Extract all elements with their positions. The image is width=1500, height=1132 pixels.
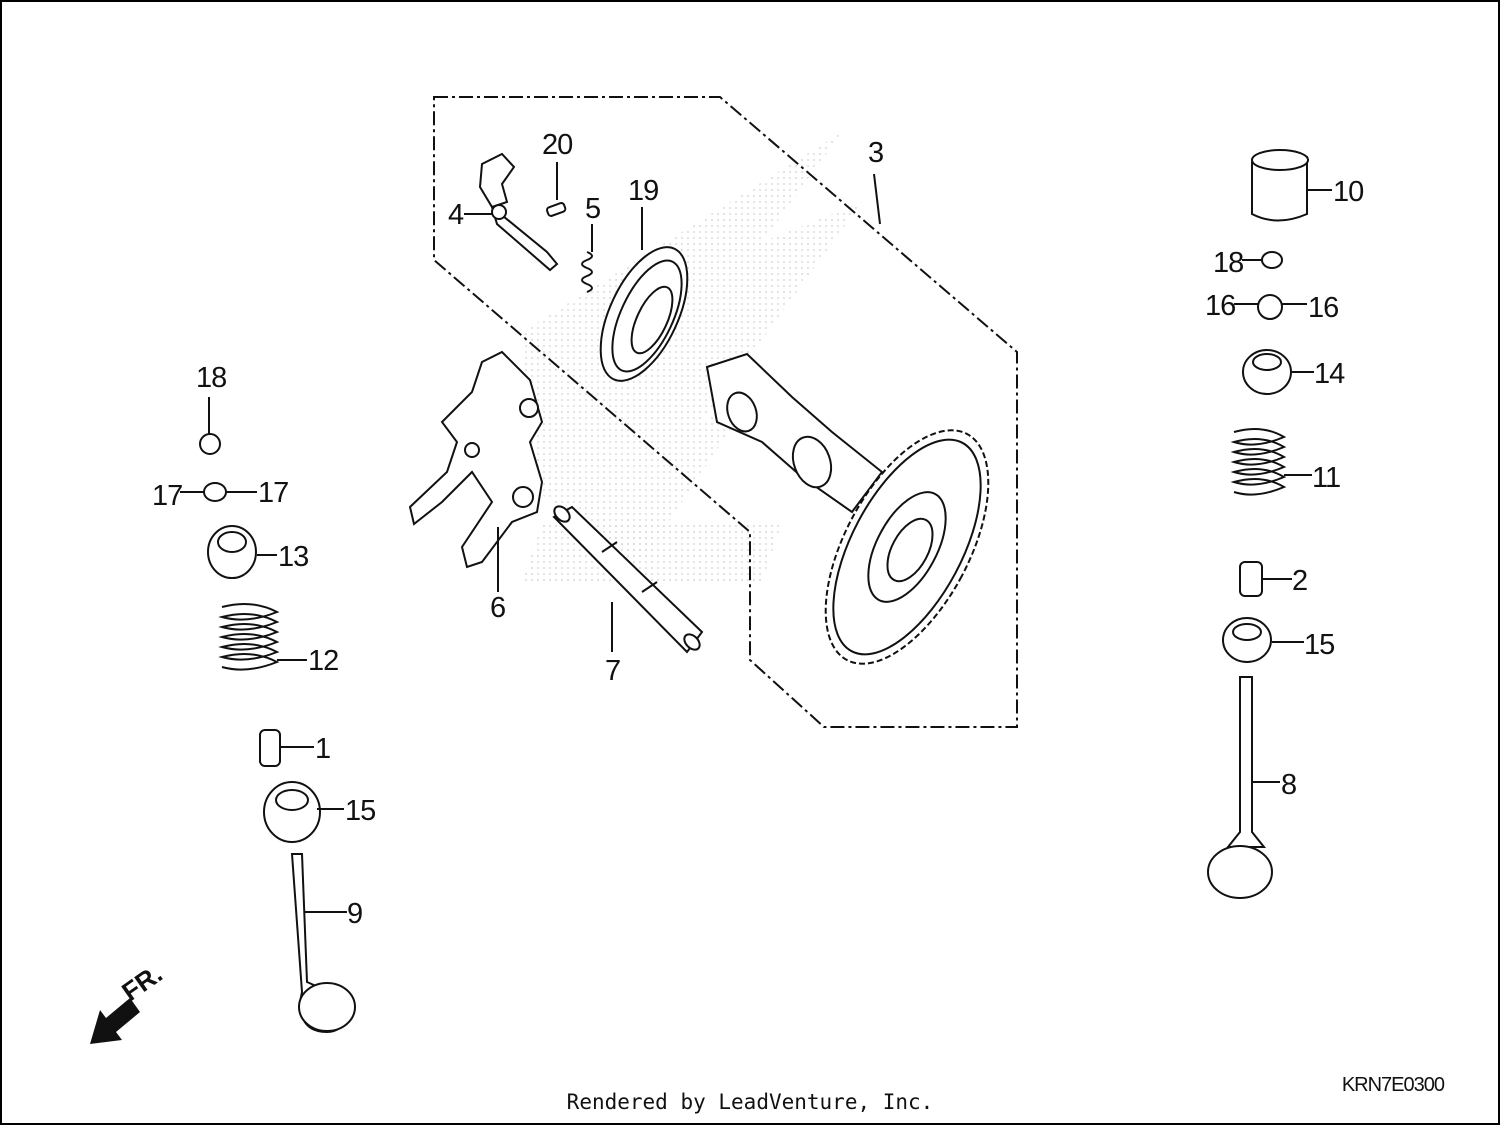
callout-labels: 3 20 19 5 4 18 17 17 13 12 1 15 9 6 7 10…	[152, 129, 1364, 930]
callout-18a: 18	[196, 362, 226, 394]
leader-lines	[180, 162, 1332, 913]
right-valve-parts	[1207, 149, 1309, 899]
callout-2: 2	[1292, 565, 1307, 597]
render-credit: Rendered by LeadVenture, Inc.	[566, 1090, 934, 1114]
bearing	[599, 246, 689, 382]
callout-16b: 16	[1308, 292, 1338, 324]
shift-arm	[478, 152, 559, 272]
rocker-fork	[408, 350, 544, 569]
assembly-outline	[433, 96, 1018, 728]
callout-1: 1	[315, 733, 330, 765]
camshaft-gear	[705, 352, 990, 665]
callout-16a: 16	[1205, 290, 1235, 322]
callout-17a: 17	[152, 480, 182, 512]
front-direction-icon: FR.	[90, 958, 168, 1044]
callout-19: 19	[628, 175, 658, 207]
callout-11: 11	[1312, 462, 1340, 494]
callout-15b: 15	[345, 795, 375, 827]
diagram-code: KRN7E0300	[1341, 1074, 1445, 1096]
callout-14: 14	[1314, 358, 1345, 390]
spring-small	[581, 251, 593, 293]
left-valve-parts	[199, 433, 356, 1034]
rocker-shaft	[552, 505, 704, 654]
pin	[546, 202, 567, 217]
callout-12: 12	[308, 645, 338, 677]
callout-3: 3	[868, 137, 883, 169]
callout-15a: 15	[1304, 629, 1334, 661]
callout-7: 7	[605, 655, 620, 687]
callout-9: 9	[347, 898, 362, 930]
callout-13: 13	[278, 541, 308, 573]
callout-18b: 18	[1213, 247, 1243, 279]
callout-20: 20	[542, 129, 572, 161]
front-label: FR.	[116, 958, 168, 1007]
callout-17b: 17	[258, 477, 288, 509]
callout-5: 5	[585, 193, 600, 225]
callout-10: 10	[1333, 176, 1363, 208]
callout-4: 4	[448, 199, 464, 231]
callout-8: 8	[1281, 769, 1296, 801]
callout-6: 6	[490, 592, 505, 624]
